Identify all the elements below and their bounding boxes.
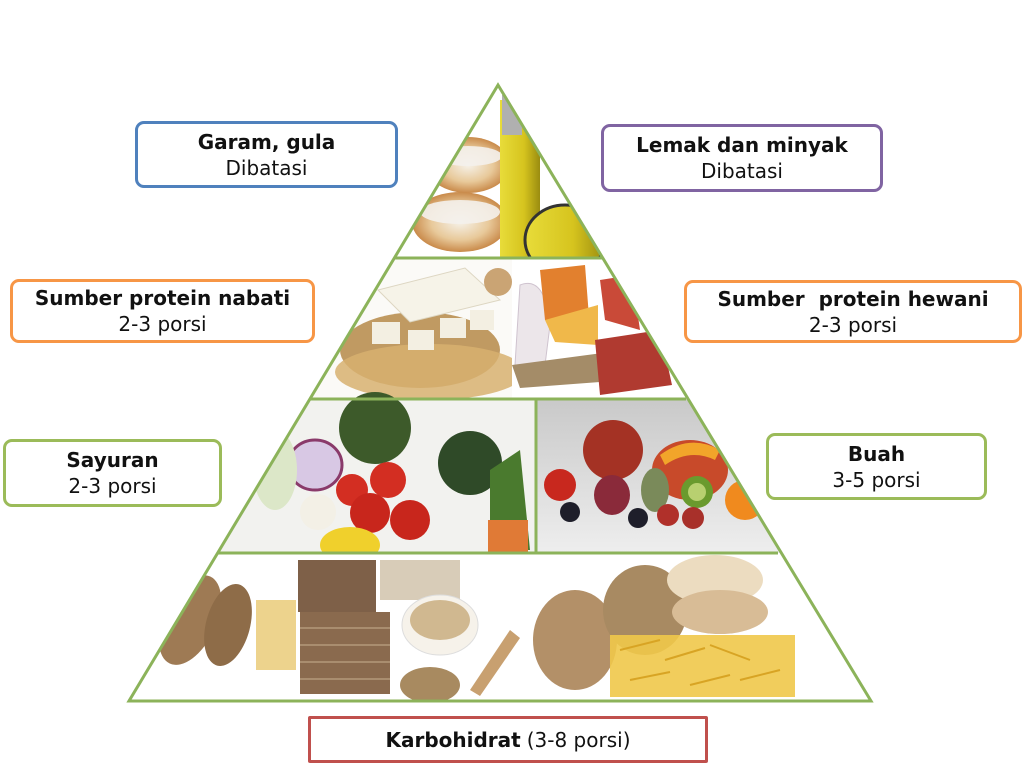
label-subtitle: (3-8 porsi) [526, 727, 631, 752]
label-title: Sumber protein hewani [717, 286, 989, 311]
label-lemak-minyak: Lemak dan minyak Dibatasi [601, 124, 883, 192]
label-subtitle: 3-5 porsi [832, 467, 921, 492]
label-subtitle: Dibatasi [701, 159, 783, 183]
label-protein-nabati: Sumber protein nabati 2-3 porsi [10, 279, 315, 343]
label-protein-hewani: Sumber protein hewani 2-3 porsi [684, 280, 1022, 343]
label-buah: Buah 3-5 porsi [766, 433, 987, 500]
tier-sayuran [220, 392, 536, 563]
label-subtitle: 2-3 porsi [68, 474, 157, 498]
label-title: Garam, gula [197, 129, 336, 154]
tier-protein-nabati [300, 258, 525, 400]
pyramid-outline [126, 82, 874, 703]
label-subtitle: Dibatasi [225, 155, 308, 180]
label-title: Sayuran [66, 448, 159, 472]
label-subtitle: 2-3 porsi [808, 312, 898, 337]
label-karbohidrat: Karbohidrat (3-8 porsi) [308, 716, 708, 763]
tier-protein-hewani [512, 258, 712, 399]
tier-top-garam-gula [400, 85, 510, 258]
label-title: Buah [847, 441, 906, 466]
label-title: Lemak dan minyak [636, 133, 848, 157]
label-garam-gula: Garam, gula Dibatasi [135, 121, 398, 188]
tier-buah [536, 399, 796, 553]
label-title: Sumber protein nabati [34, 286, 291, 310]
label-sayuran: Sayuran 2-3 porsi [3, 439, 222, 507]
label-subtitle: 2-3 porsi [118, 312, 207, 336]
tier-karbohidrat [129, 553, 871, 701]
label-title: Karbohidrat [385, 727, 521, 752]
